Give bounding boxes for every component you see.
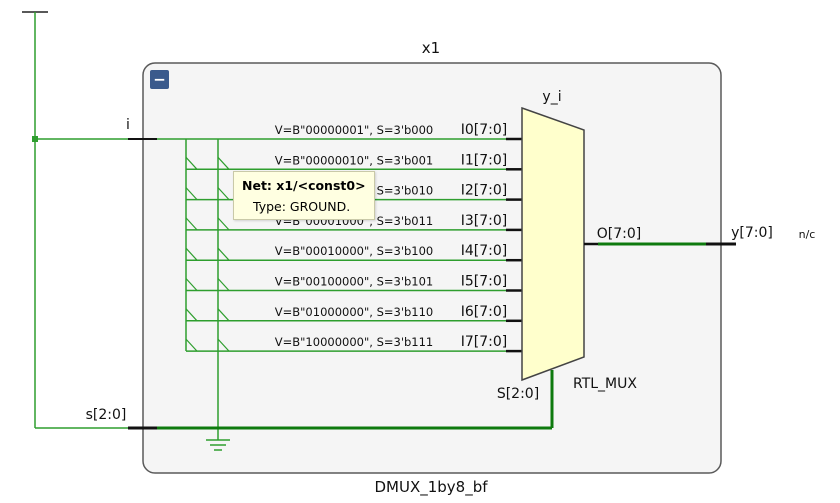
mux-input-pin-label-6: I6[7:0]	[461, 304, 508, 320]
bus-tap-a-2	[185, 187, 198, 201]
mux-select-pin-label: S[2:0]	[497, 386, 539, 402]
mux-output-pin-label: O[7:0]	[597, 226, 641, 242]
internal-wiring	[157, 138, 554, 440]
mux-input-pin-label-4: I4[7:0]	[461, 243, 508, 259]
port-s-label: s[2:0]	[86, 407, 127, 423]
bus-tap-b-1	[217, 156, 230, 170]
bus-tap-a-1	[185, 156, 198, 170]
bus-tap-b-2	[217, 187, 230, 201]
bus-tap-a-3	[185, 217, 198, 231]
mux-cell-type: RTL_MUX	[573, 376, 637, 392]
bus-tap-a-7	[185, 338, 198, 352]
mux-body[interactable]	[521, 106, 585, 382]
constant-label-1: V=B"00000010", S=3'b001	[275, 153, 433, 167]
mux-instance-name: y_i	[542, 89, 561, 105]
instance-module-name: DMUX_1by8_bf	[374, 478, 488, 497]
bus-tap-b-5	[217, 278, 230, 291]
bus-tap-a-5	[185, 278, 198, 291]
tooltip-title: Net: x1/<const0>	[242, 178, 366, 193]
collapse-minus-icon: −	[153, 71, 166, 89]
constant-label-5: V=B"00100000", S=3'b101	[275, 275, 433, 289]
mux-input-pin-label-2: I2[7:0]	[461, 183, 508, 199]
constant-label-4: V=B"00010000", S=3'b100	[275, 244, 433, 258]
bus-tap-b-6	[217, 308, 230, 322]
instance-name: x1	[422, 39, 440, 57]
mux-input-pin-label-7: I7[7:0]	[461, 334, 508, 350]
mux-input-pin-label-5: I5[7:0]	[461, 274, 508, 290]
bus-tap-b-4	[217, 247, 230, 261]
net-tooltip: Net: x1/<const0> Type: GROUND.	[233, 171, 375, 220]
ground-icon	[206, 439, 230, 451]
collapse-button[interactable]: −	[150, 70, 169, 89]
port-y-note: n/c	[799, 228, 816, 241]
mux-input-rows: V=B"00000001", S=3'b000 I0[7:0] V=B"000000…	[185, 122, 522, 353]
port-y-label: y[7:0]	[731, 225, 773, 241]
bus-tap-a-4	[185, 247, 198, 261]
bus-tap-a-6	[185, 308, 198, 322]
mux-input-pin-label-0: I0[7:0]	[461, 122, 508, 138]
constant-label-0: V=B"00000001", S=3'b000	[275, 123, 433, 137]
bus-tap-b-7	[217, 338, 230, 352]
net-junction	[32, 136, 38, 142]
bus-tap-b-3	[217, 217, 230, 231]
mux-input-pin-label-1: I1[7:0]	[461, 152, 508, 168]
constant-label-7: V=B"10000000", S=3'b111	[275, 335, 433, 349]
mux-input-pin-label-3: I3[7:0]	[461, 213, 508, 229]
port-i-label: i	[126, 117, 130, 133]
constant-label-6: V=B"01000000", S=3'b110	[275, 305, 433, 319]
tooltip-type: Type: GROUND.	[253, 199, 351, 214]
